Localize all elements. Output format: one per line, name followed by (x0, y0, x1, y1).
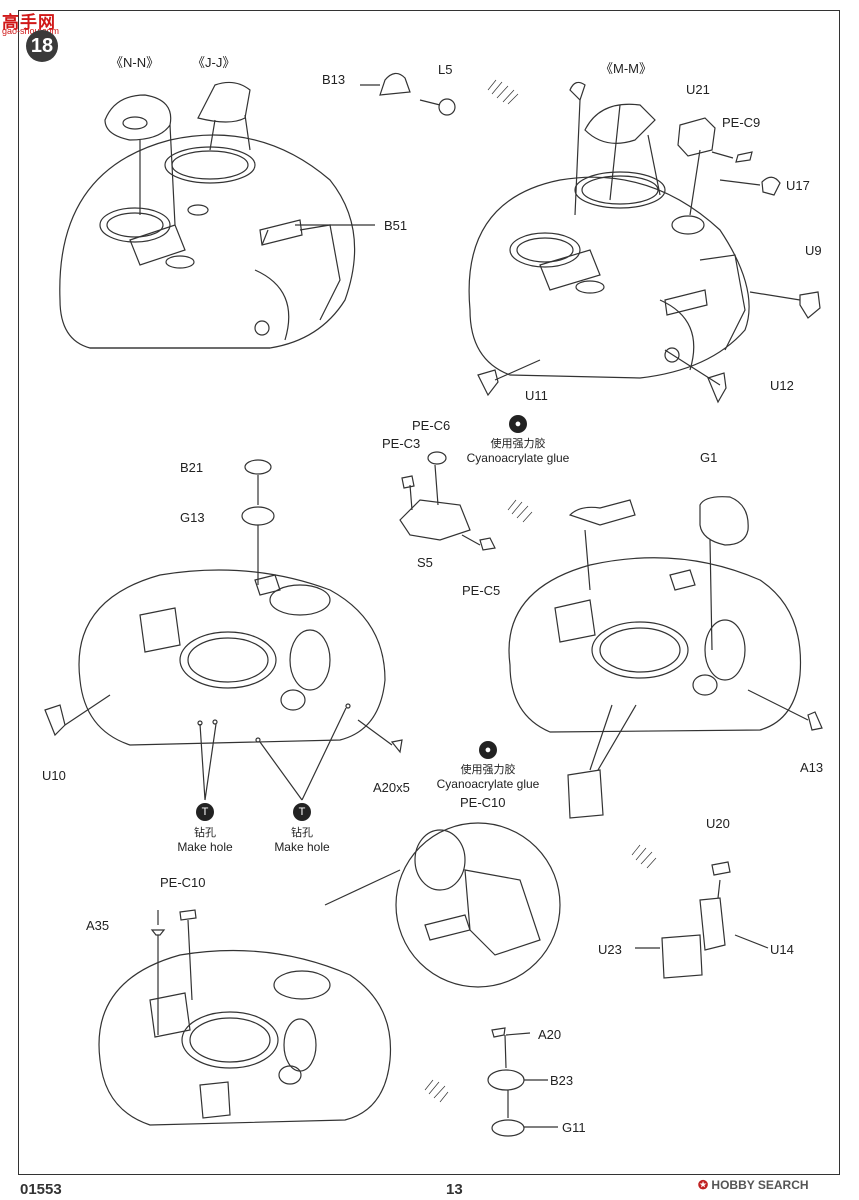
label-pe-c6: PE-C6 (412, 418, 451, 433)
label-a20: A20 (538, 1027, 562, 1042)
label-pe-c10-detail: PE-C10 (460, 795, 506, 810)
product-code: 01553 (20, 1181, 62, 1198)
hole-note-en: Make hole (177, 840, 233, 854)
label-b13: B13 (322, 72, 346, 87)
hole-note-cn: 钻孔 (291, 827, 313, 839)
part-s5-drawing (399, 499, 471, 541)
label-g13: G13 (180, 510, 205, 525)
part-b13-drawing (379, 72, 411, 96)
label-u12: U12 (770, 378, 794, 393)
turret-mid-right (508, 557, 802, 733)
label-b51: B51 (384, 218, 408, 233)
glue-icon: ● (509, 415, 527, 433)
glue-note-cn: 使用强力胶 (460, 764, 516, 776)
label-u20: U20 (706, 816, 730, 831)
glue-note-en: Cyanoacrylate glue (436, 777, 540, 791)
page-number: 13 (446, 1181, 463, 1198)
detail-circle (324, 822, 561, 988)
hole-note-cn: 钻孔 (194, 827, 216, 839)
label-u9: U9 (805, 243, 822, 258)
label-b23: B23 (550, 1073, 574, 1088)
label-pe-c9: PE-C9 (722, 115, 761, 130)
hole-note-en: Make hole (274, 840, 330, 854)
label-a20x5: A20x5 (373, 780, 410, 795)
shading-marks (424, 79, 657, 1103)
part-l5-drawing (438, 98, 456, 116)
site-logo: 高手网 (2, 13, 56, 32)
glue-note-1: 使用强力胶 Cyanoacrylate glue (448, 437, 588, 465)
label-u23: U23 (598, 942, 622, 957)
part-b21-drawing (244, 459, 272, 475)
part-a35-drawing (150, 910, 166, 936)
turret-top-left (59, 134, 356, 349)
make-hole-note-2: 钻孔 Make hole (257, 826, 347, 854)
label-g1: G1 (700, 450, 718, 465)
label-s5: S5 (417, 555, 433, 570)
label-u11: U11 (525, 388, 548, 403)
label-a35: A35 (86, 918, 110, 933)
label-pe-c3: PE-C3 (382, 436, 421, 451)
page-frame (18, 10, 840, 1175)
glue-note-2: 使用强力胶 Cyanoacrylate glue (418, 763, 558, 791)
site-url: gao-shou.com (2, 26, 60, 36)
make-hole-note-1: 钻孔 Make hole (160, 826, 250, 854)
turret-top-right (468, 171, 750, 379)
turret-bottom-left (98, 949, 392, 1126)
hatch-mm (584, 103, 656, 144)
hatch-jj (197, 81, 251, 123)
glue-icon: ● (479, 741, 497, 759)
part-u21-drawing (677, 117, 716, 157)
label-b21: B21 (180, 460, 204, 475)
section-label-mm: 《M-M》 (600, 61, 652, 76)
part-b23-drawing (487, 1069, 525, 1091)
label-u10: U10 (42, 768, 66, 783)
part-box-drawing (567, 769, 604, 819)
watermark-text: HOBBY SEARCH (711, 1178, 809, 1192)
hobby-search-watermark: ✪ HOBBY SEARCH (698, 1178, 809, 1192)
part-g1-drawing (699, 496, 749, 546)
label-pe-c5: PE-C5 (462, 583, 501, 598)
label-u17: U17 (786, 178, 810, 193)
drill-icon: T (293, 803, 311, 821)
turret-mid-left (78, 569, 386, 746)
watermark-logo-icon: ✪ (698, 1178, 709, 1192)
label-u21: U21 (686, 82, 710, 97)
section-label-nn: 《N-N》 (110, 55, 160, 70)
label-pe-c10: PE-C10 (160, 875, 206, 890)
label-l5: L5 (438, 62, 453, 77)
drill-icon: T (196, 803, 214, 821)
label-a13: A13 (800, 760, 824, 775)
label-g11: G11 (562, 1120, 586, 1135)
section-label-jj: 《J-J》 (192, 55, 236, 70)
glue-note-cn: 使用强力胶 (490, 438, 546, 450)
part-g13-drawing (241, 506, 275, 526)
glue-note-en: Cyanoacrylate glue (466, 451, 570, 465)
label-u14: U14 (770, 942, 794, 957)
step-number-badge: 18 (26, 30, 58, 62)
part-g11-drawing (491, 1119, 525, 1137)
